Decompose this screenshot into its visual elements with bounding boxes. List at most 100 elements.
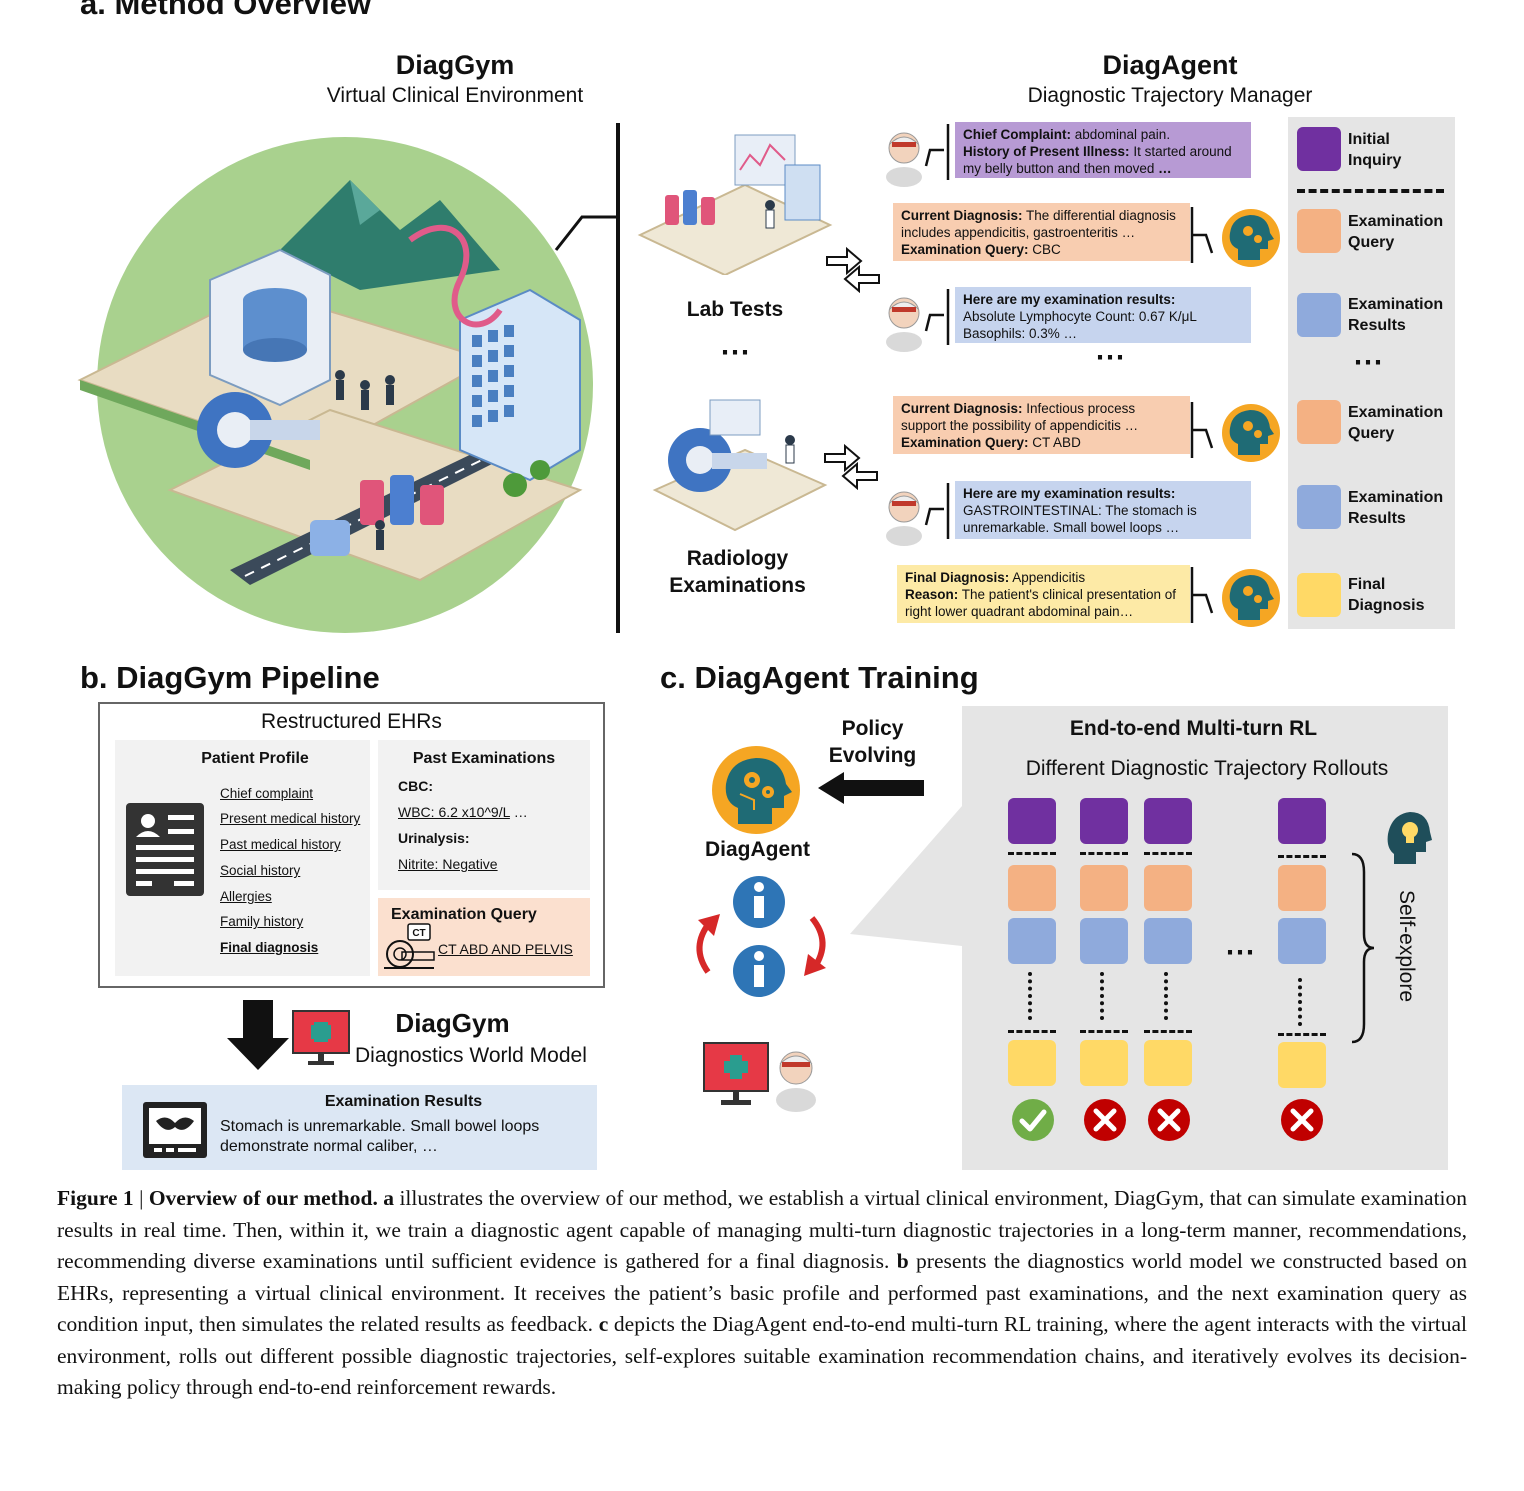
caption-figure-number: Figure 1 bbox=[57, 1186, 134, 1210]
message-examination-query-2: Current Diagnosis: Infectious process su… bbox=[893, 396, 1190, 454]
lab-tests-label: Lab Tests bbox=[686, 298, 784, 321]
patient-icon bbox=[886, 483, 950, 546]
node-dots bbox=[1298, 978, 1306, 1026]
caption-text-b: presents the diagnostics world model we … bbox=[57, 1249, 1468, 1336]
node-divider bbox=[1278, 1033, 1326, 1036]
patient-profile-panel: Patient Profile Chief complaint Present … bbox=[115, 740, 370, 976]
id-card-icon bbox=[126, 803, 204, 896]
cross-icon bbox=[1281, 1099, 1323, 1141]
cross-icon bbox=[1084, 1099, 1126, 1141]
radiology-label-line2: Examinations bbox=[669, 574, 806, 597]
node-final-diagnosis bbox=[1008, 1040, 1056, 1086]
legend-swatch-exq bbox=[1297, 400, 1341, 444]
msg-label: Here are my examination results: bbox=[963, 486, 1176, 501]
section-b-title: b. DiagGym Pipeline bbox=[80, 660, 380, 695]
results-title: Examination Results bbox=[324, 1093, 483, 1110]
node-exam-query bbox=[1144, 865, 1192, 911]
patient-icon bbox=[886, 124, 950, 187]
legend-ellipsis: ⋯ bbox=[1353, 346, 1383, 379]
monitor-icon bbox=[703, 1042, 769, 1105]
xray-icon bbox=[143, 1102, 207, 1158]
check-icon bbox=[1012, 1099, 1054, 1141]
world-model-title: DiagGym bbox=[395, 1008, 510, 1038]
node-initial bbox=[1278, 798, 1326, 844]
msg-label: Reason: bbox=[905, 587, 959, 602]
msg-text: The patient's clinical presentation of r… bbox=[905, 587, 1176, 619]
past-exam-title: Past Examinations bbox=[412, 750, 556, 767]
msg-label: Here are my examination results: bbox=[963, 292, 1176, 307]
msg-text: GASTROINTESTINAL: The stomach is unremar… bbox=[963, 503, 1197, 535]
section-c-title: c. DiagAgent Training bbox=[660, 660, 979, 695]
profile-item: Allergies bbox=[220, 889, 272, 904]
wbc-tail: … bbox=[509, 804, 528, 820]
lightbulb-head-icon bbox=[1387, 812, 1432, 864]
node-exam-query bbox=[1080, 865, 1128, 911]
cross-icon bbox=[1148, 1099, 1190, 1141]
node-exam-results bbox=[1008, 918, 1056, 964]
caption-label-b: b bbox=[896, 1249, 909, 1273]
examination-query-panel: Examination Query CT CT ABD AND PELVIS bbox=[378, 898, 590, 976]
msg-text: Absolute Lymphocyte Count: 0.67 K/μL bbox=[963, 309, 1197, 324]
exam-query-value: CT ABD AND PELVIS bbox=[438, 941, 573, 957]
radiology-label-line1: Radiology bbox=[686, 547, 789, 570]
msg-text: Appendicitis bbox=[1009, 570, 1086, 585]
wbc-value: WBC: 6.2 x10^9/L bbox=[398, 804, 510, 820]
patient-icon bbox=[886, 289, 950, 352]
policy-line1: Policy bbox=[841, 717, 904, 740]
node-exam-results bbox=[1278, 918, 1326, 964]
node-exam-query bbox=[1278, 865, 1326, 911]
agent-brain-icon bbox=[1190, 402, 1280, 462]
diagagent-label: DiagAgent bbox=[705, 838, 810, 861]
node-dots bbox=[1100, 972, 1108, 1020]
legend-divider bbox=[1297, 189, 1444, 193]
msg-text: It started around my belly button and th… bbox=[963, 144, 1232, 176]
msg-label: Final Diagnosis: bbox=[905, 570, 1010, 585]
diaggym-subtitle: Virtual Clinical Environment bbox=[326, 84, 584, 107]
interaction-cycle bbox=[696, 876, 826, 997]
brace-icon bbox=[1351, 852, 1375, 1044]
caption-text-a: illustrates the overview of our method, … bbox=[57, 1186, 1468, 1273]
msg-label: Current Diagnosis: bbox=[901, 208, 1023, 223]
node-divider bbox=[1080, 852, 1128, 855]
msg-text: Infectious process support the possibili… bbox=[901, 401, 1139, 433]
urinalysis-label: Urinalysis: bbox=[398, 830, 470, 846]
msg-text: Basophils: 0.3% … bbox=[963, 326, 1078, 341]
diagagent-title: DiagAgent bbox=[1102, 50, 1238, 80]
rl-panel-title: End-to-end Multi-turn RL bbox=[1069, 717, 1318, 740]
world-model-subtitle: Diagnostics World Model bbox=[355, 1044, 587, 1067]
ellipsis-left: ⋯ bbox=[720, 336, 750, 369]
lab-tests-illustration bbox=[637, 134, 833, 275]
node-divider bbox=[1008, 1030, 1056, 1033]
patient-profile-title: Patient Profile bbox=[201, 750, 309, 767]
rollouts-ellipsis: ⋯ bbox=[1225, 936, 1255, 969]
cbc-label: CBC: bbox=[398, 778, 433, 794]
node-divider bbox=[1080, 1030, 1128, 1033]
msg-label: History of Present Illness: bbox=[963, 144, 1130, 159]
msg-label: Chief Complaint: bbox=[963, 127, 1071, 142]
profile-item: Present medical history bbox=[220, 811, 361, 826]
profile-item: Family history bbox=[220, 914, 304, 929]
node-exam-results bbox=[1080, 918, 1128, 964]
wbc-line: WBC: 6.2 x10^9/L … bbox=[398, 804, 528, 820]
msg-label: Examination Query: bbox=[901, 435, 1029, 450]
message-initial-inquiry: Chief Complaint: abdominal pain. History… bbox=[955, 122, 1251, 178]
patient-icon bbox=[776, 1051, 816, 1112]
results-text: Stomach is unremarkable. Small bowel loo… bbox=[220, 1118, 540, 1155]
caption-text-c: depicts the DiagAgent end-to-end multi-t… bbox=[57, 1312, 1467, 1399]
msg-text: CBC bbox=[1028, 242, 1061, 257]
monitor-icon bbox=[292, 1010, 350, 1065]
ct-tag: CT bbox=[412, 928, 425, 939]
message-examination-results-1: Here are my examination results: Absolut… bbox=[955, 287, 1251, 343]
legend-swatch-exq bbox=[1297, 209, 1341, 253]
node-final-diagnosis bbox=[1144, 1040, 1192, 1086]
ehr-box: Restructured EHRs Patient Profile Chief … bbox=[98, 702, 605, 988]
legend-swatch-exr bbox=[1297, 293, 1341, 337]
profile-item: Past medical history bbox=[220, 837, 341, 852]
mountain-icon bbox=[280, 180, 500, 290]
